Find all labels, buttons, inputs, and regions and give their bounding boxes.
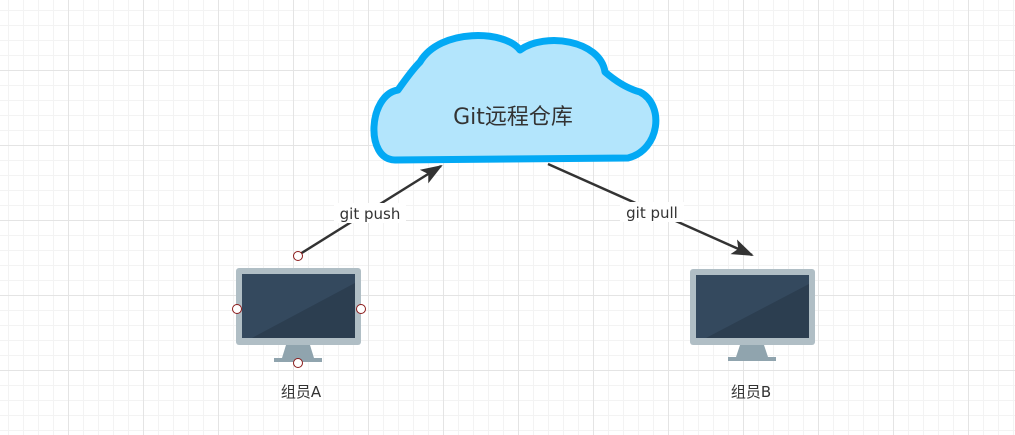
monitor-icon: [236, 268, 361, 362]
selection-handle-bottom[interactable]: [293, 358, 303, 368]
pull-label: git pull: [626, 204, 678, 222]
monitor-icon: [690, 269, 815, 361]
cloud-label: Git远程仓库: [453, 105, 573, 130]
member-a-node[interactable]: 组员A: [232, 251, 366, 402]
member-a-label: 组员A: [281, 383, 322, 401]
member-b-label: 组员B: [731, 383, 771, 401]
selection-handle-top[interactable]: [293, 251, 303, 261]
push-label: git push: [340, 205, 401, 223]
push-label-bg: [334, 203, 406, 223]
selection-handle-right[interactable]: [356, 304, 366, 314]
pull-label-bg: [620, 202, 684, 222]
member-b-node[interactable]: 组员B: [690, 269, 815, 401]
push-edge[interactable]: git push: [299, 164, 443, 256]
remote-repo-node[interactable]: Git远程仓库: [370, 32, 660, 164]
cloud-icon: [370, 32, 660, 164]
pull-edge[interactable]: git pull: [547, 162, 754, 257]
selection-handle-left[interactable]: [232, 304, 242, 314]
